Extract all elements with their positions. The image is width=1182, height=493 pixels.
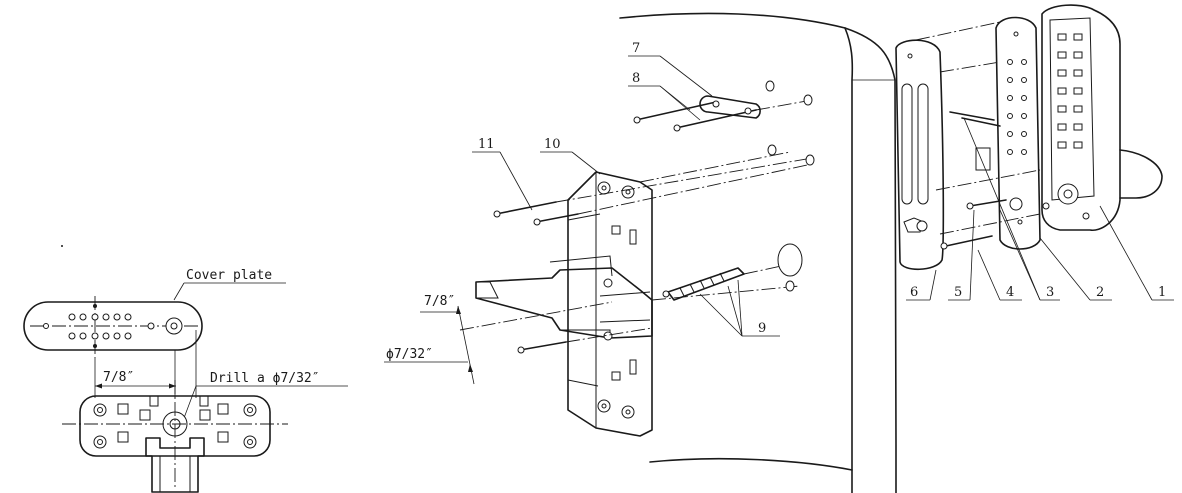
dim-7-8-left: 7/8″ (103, 370, 134, 385)
outside-cover-plate-6 (895, 39, 945, 271)
gasket-plate (995, 16, 1041, 250)
keypad-body-1 (1041, 4, 1163, 231)
callout-2: 2 (1096, 285, 1104, 300)
callout-6: 6 (910, 285, 918, 300)
callout-8: 8 (632, 71, 640, 86)
callout-11: 11 (478, 137, 495, 152)
callouts: 11 10 7 8 9 6 5 4 3 (472, 41, 1174, 337)
callout-5: 5 (954, 285, 962, 300)
bracket-7-screws-8 (633, 95, 761, 132)
main-dimensions: 7/8″ ϕ7/32″ (384, 294, 475, 385)
callout-7: 7 (632, 41, 640, 56)
alignment-lines (459, 21, 1041, 343)
callout-3: 3 (1046, 285, 1054, 300)
callout-4: 4 (1006, 285, 1014, 300)
door-slab (619, 12, 897, 493)
callout-10: 10 (544, 137, 561, 152)
door-holes (765, 80, 815, 292)
dim-7-8-main: 7/8″ (424, 294, 455, 309)
cover-plate-drawing (23, 296, 203, 358)
callout-9: 9 (758, 321, 766, 336)
dim-diameter-main: ϕ7/32″ (386, 347, 433, 362)
cover-plate-label: Cover plate (186, 268, 272, 283)
screws-11 (493, 201, 579, 354)
template-plate-drawing (62, 380, 288, 493)
callout-1: 1 (1158, 285, 1166, 300)
backplate-assembly (475, 171, 653, 437)
drill-label: Drill a ϕ7/32″ (210, 371, 320, 386)
